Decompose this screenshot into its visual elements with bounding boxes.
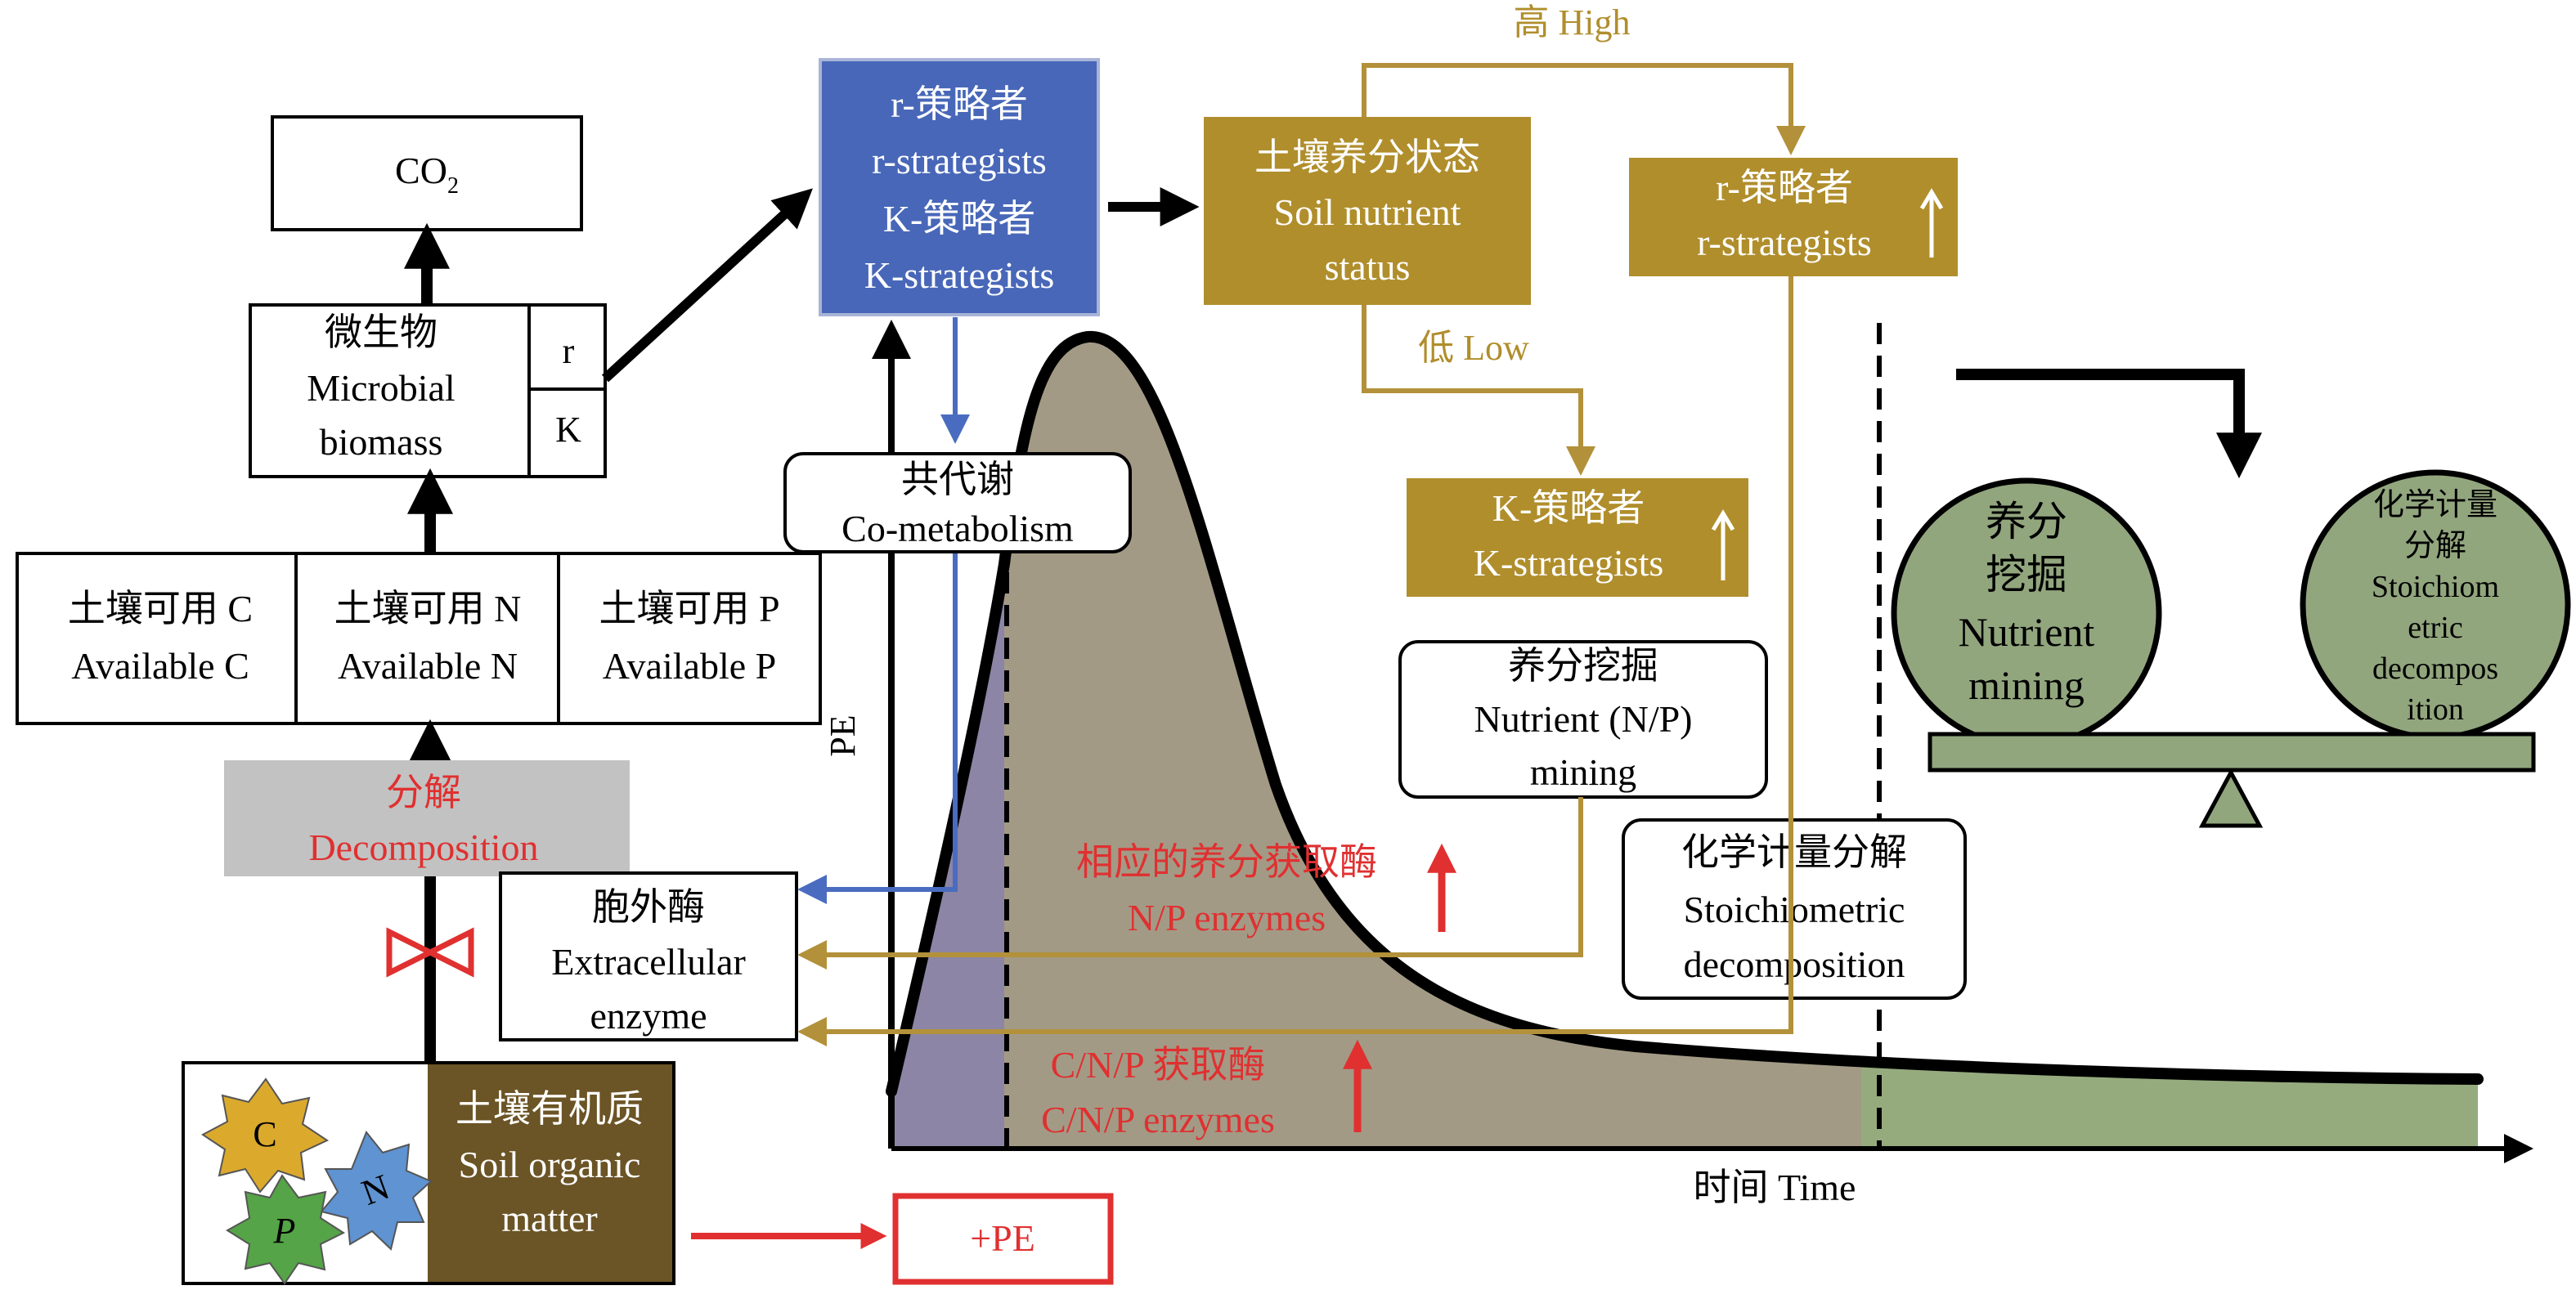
microbes-k: K — [555, 410, 581, 450]
som-zh: 土壤有机质 — [456, 1088, 644, 1130]
n-star-icon: N — [320, 1131, 433, 1251]
available-p-en: Available P — [603, 645, 776, 687]
enzyme-en2: enzyme — [590, 995, 707, 1037]
arrow-r-to-strategists — [601, 188, 813, 383]
r-high-en: r-strategists — [1697, 222, 1872, 263]
soil-organic-matter-box: 土壤有机质 Soil organic matter C N P — [182, 1061, 675, 1285]
soil-nutrient-status-box: 土壤养分状态 Soil nutrient status — [1204, 117, 1531, 305]
decomposition-zh: 分解 — [386, 772, 461, 813]
cometabolism-en: Co-metabolism — [841, 508, 1074, 549]
c-star-icon: C — [201, 1077, 330, 1194]
brown-region — [1004, 336, 1861, 1149]
stoich-zh: 化学计量分解 — [1681, 831, 1907, 873]
mining-en1: Nutrient (N/P) — [1474, 698, 1692, 740]
status-zh: 土壤养分状态 — [1254, 137, 1480, 178]
ball-left-l3: Nutrient — [1959, 609, 2095, 655]
gold-line-high — [1362, 63, 1806, 155]
p-star-icon: P — [226, 1174, 346, 1285]
som-en2: matter — [501, 1198, 598, 1239]
available-p-zh: 土壤可用 P — [599, 588, 779, 629]
co2-box: CO2 — [271, 115, 583, 231]
nutrient-mining-box: 养分挖掘 Nutrient (N/P) mining — [1398, 640, 1768, 799]
gold-line-low — [1362, 305, 1595, 476]
k-low-en: K-strategists — [1474, 542, 1664, 584]
cometabolism-zh: 共代谢 — [901, 459, 1014, 500]
pe-curve — [886, 330, 2484, 1097]
x-axis-label: 时间 Time — [1694, 1167, 1856, 1208]
microbial-biomass-box: 微生物 Microbial biomass r K — [249, 303, 607, 478]
ball-right-l3: Stoichiom — [2372, 570, 2499, 604]
strategists-l1: r-策略者 — [891, 83, 1028, 125]
ball-left-l4: mining — [1968, 662, 2085, 708]
enzyme-en1: Extracellular — [551, 941, 746, 983]
cometabolism-box: 共代谢 Co-metabolism — [783, 452, 1132, 553]
ball-right-l6: ition — [2407, 692, 2464, 727]
ball-left-l2: 挖掘 — [1986, 552, 2067, 598]
ball-right-l5: decompos — [2372, 652, 2498, 686]
enzyme-zh: 胞外酶 — [592, 886, 705, 928]
label-high: 高 High — [1514, 2, 1631, 43]
stoich-en2: decomposition — [1684, 943, 1905, 985]
status-en2: status — [1325, 246, 1411, 288]
available-n-en: Available N — [338, 645, 518, 687]
available-c-zh: 土壤可用 C — [68, 588, 253, 629]
cnp-enzymes-en: C/N/P enzymes — [1041, 1099, 1275, 1140]
microbes-zh: 微生物 — [325, 311, 438, 353]
arrow-to-balance — [1956, 369, 2262, 479]
available-n-zh: 土壤可用 N — [334, 588, 522, 629]
pe-box: +PE — [892, 1193, 1114, 1285]
blue-arrow-to-enzyme — [797, 552, 958, 904]
ball-right-l1: 化学计量 — [2373, 488, 2497, 522]
co2-subscript: 2 — [447, 173, 459, 199]
gold-arrow-mining-to-enzyme — [797, 797, 1583, 970]
co2-label: CO — [395, 150, 447, 191]
available-nutrients-box: 土壤可用 C Available C 土壤可用 N Available N 土壤… — [16, 552, 822, 725]
ball-right-l2: 分解 — [2404, 529, 2466, 563]
pe-box-label: +PE — [970, 1217, 1035, 1259]
up-arrow-icon — [1919, 188, 1944, 258]
y-axis-label: PE — [823, 714, 863, 756]
microbes-en1: Microbial — [307, 367, 455, 409]
gold-arrow-stoich-to-enzyme — [797, 276, 1793, 1046]
np-enzymes-zh: 相应的养分获取酶 — [1076, 841, 1377, 883]
strategists-box: r-策略者 r-strategists K-策略者 K-strategists — [819, 58, 1100, 316]
stoich-en1: Stoichiometric — [1684, 889, 1905, 930]
up-arrow-icon — [1711, 509, 1735, 580]
ball-right-l4: etric — [2408, 611, 2463, 645]
np-enzymes-en: N/P enzymes — [1128, 897, 1326, 938]
balance-beam — [1928, 732, 2536, 773]
microbes-en2: biomass — [320, 421, 443, 463]
strategists-l2: r-strategists — [872, 140, 1047, 181]
pe-curve-group — [886, 323, 2484, 1149]
balance-fulcrum — [2198, 768, 2264, 828]
p-star-label: P — [273, 1211, 296, 1251]
microbes-r: r — [563, 331, 575, 371]
k-strategists-low-box: K-策略者 K-strategists — [1407, 478, 1748, 597]
mining-en2: mining — [1530, 751, 1636, 793]
balance-scale: 养分 挖掘 Nutrient mining 化学计量 分解 Stoichiom … — [1891, 469, 2571, 828]
cnp-enzymes-zh: C/N/P 获取酶 — [1051, 1044, 1266, 1086]
label-low: 低 Low — [1418, 328, 1529, 368]
strategists-l3: K-策略者 — [883, 198, 1036, 240]
r-high-zh: r-策略者 — [1716, 167, 1853, 208]
c-star-label: C — [253, 1114, 276, 1154]
ball-left-l1: 养分 — [1986, 499, 2067, 544]
status-en1: Soil nutrient — [1274, 191, 1461, 233]
available-c-en: Available C — [71, 645, 249, 687]
strategists-l4: K-strategists — [864, 254, 1055, 296]
decomposition-en: Decomposition — [308, 826, 538, 868]
stoichiometric-decomposition-box: 化学计量分解 Stoichiometric decomposition — [1622, 818, 1967, 1000]
k-low-zh: K-策略者 — [1492, 487, 1645, 529]
extracellular-enzyme-box: 胞外酶 Extracellular enzyme — [499, 871, 798, 1041]
decomposition-box: 分解 Decomposition — [224, 760, 630, 876]
svg-text:CO2: CO2 — [395, 150, 459, 199]
r-strategists-high-box: r-策略者 r-strategists — [1629, 158, 1958, 276]
valve-icon — [386, 927, 474, 978]
som-en1: Soil organic — [459, 1144, 641, 1185]
mining-zh: 养分挖掘 — [1508, 645, 1658, 687]
